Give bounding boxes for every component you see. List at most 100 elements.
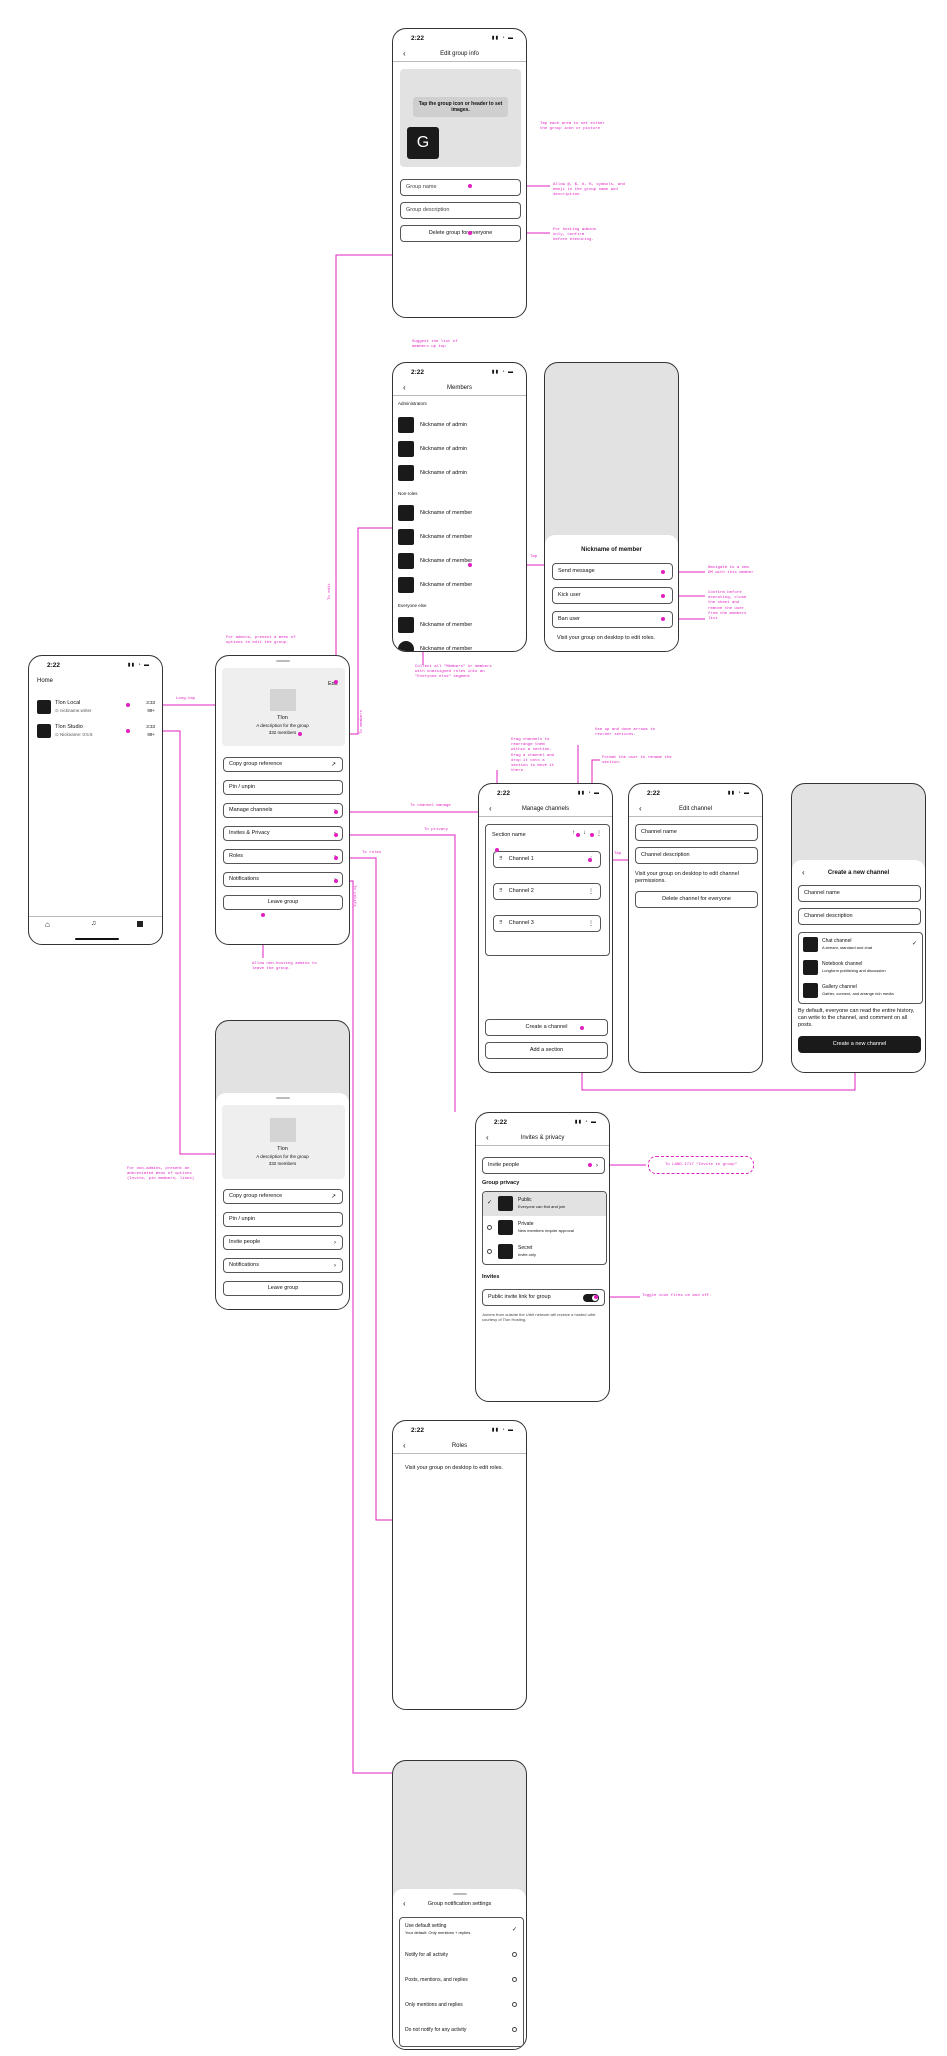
- delete-channel-button[interactable]: Delete channel for everyone: [635, 891, 758, 908]
- screen-header: ‹Edit group info: [393, 47, 526, 62]
- group-icon[interactable]: G: [407, 127, 439, 159]
- member-row[interactable]: Nickname of admin: [398, 465, 523, 481]
- profile-icon[interactable]: [137, 921, 143, 927]
- section-name[interactable]: Section name: [492, 832, 526, 838]
- notification-settings-sheet: ‹ Group notification settings Use defaul…: [392, 1760, 527, 2050]
- connector-dot: [576, 833, 580, 837]
- back-icon[interactable]: ‹: [802, 868, 805, 877]
- back-icon[interactable]: ‹: [403, 1441, 406, 1450]
- channel-type-notebook[interactable]: Notebook channel Longform publishing and…: [799, 956, 922, 979]
- item-label: Copy group reference: [229, 760, 283, 767]
- copy-reference-button[interactable]: Copy group reference↗: [223, 757, 343, 772]
- member-row[interactable]: Nickname of admin: [398, 441, 523, 457]
- arrow-down-icon[interactable]: ↓: [583, 830, 586, 836]
- privacy-option-secret[interactable]: Secret Invite only: [483, 1240, 606, 1264]
- member-row[interactable]: Nickname of member: [398, 617, 523, 633]
- channel-description-input[interactable]: Channel description: [635, 847, 758, 864]
- channel-name-input[interactable]: Channel name: [798, 885, 921, 902]
- radio-button[interactable]: [487, 1249, 492, 1254]
- invites-privacy-button[interactable]: Invites & Privacy›: [223, 826, 343, 841]
- member-row[interactable]: Nickname of member: [398, 529, 523, 545]
- group-description: A description for the group: [256, 723, 309, 728]
- member-row[interactable]: Nickname of member: [398, 553, 523, 569]
- radio-button[interactable]: [512, 2002, 517, 2007]
- item-label: Send message: [558, 567, 595, 574]
- channel-type-chat[interactable]: Chat channel A stream, standard and chat…: [799, 933, 922, 956]
- group-icon[interactable]: [270, 689, 296, 711]
- sheet-grabber[interactable]: [452, 1893, 467, 1895]
- drag-handle-icon[interactable]: ⠿: [499, 920, 503, 926]
- drag-handle-icon[interactable]: ⠿: [499, 856, 503, 862]
- more-icon[interactable]: ⋮: [588, 888, 594, 895]
- group-name-input[interactable]: Group name: [400, 179, 521, 196]
- member-name: Nickname of member: [420, 510, 473, 516]
- chat-list-item[interactable]: Tlon Local ⊙ nickname.writer 3:33 99+: [37, 698, 155, 718]
- notif-option[interactable]: Notify for all activity: [400, 1944, 523, 1968]
- member-row[interactable]: Nickname of admin: [398, 417, 523, 433]
- bottom-sheet: ‹ Create a new channel Channel name Chan…: [792, 860, 925, 1072]
- invite-people-button[interactable]: Invite people›: [482, 1157, 605, 1174]
- notif-option-default[interactable]: Use default setting Your default: Only m…: [400, 1918, 523, 1942]
- ban-user-button[interactable]: Ban user: [552, 611, 673, 628]
- manage-channels-button[interactable]: Manage channels›: [223, 803, 343, 818]
- channel-row[interactable]: ⠿ Channel 3 ⋮: [493, 915, 601, 932]
- notif-option[interactable]: Posts, mentions, and replies: [400, 1969, 523, 1993]
- back-icon[interactable]: ‹: [403, 1899, 406, 1908]
- screen-title: Members: [446, 385, 472, 391]
- back-icon[interactable]: ‹: [639, 804, 642, 813]
- leave-group-button[interactable]: Leave group: [223, 895, 343, 910]
- leave-group-button[interactable]: Leave group: [223, 1281, 343, 1296]
- sheet-grabber[interactable]: [275, 660, 290, 662]
- item-label: Kick user: [558, 591, 581, 598]
- delete-group-button[interactable]: Delete group for everyone: [400, 225, 521, 242]
- roles-button[interactable]: Roles›: [223, 849, 343, 864]
- group-header: [222, 1105, 345, 1179]
- create-channel-button[interactable]: Create a channel: [485, 1019, 608, 1036]
- add-section-button[interactable]: Add a section: [485, 1042, 608, 1059]
- kick-user-button[interactable]: Kick user: [552, 587, 673, 604]
- radio-button[interactable]: [512, 2027, 517, 2032]
- group-avatar: [37, 724, 51, 738]
- pin-button[interactable]: Pin / unpin: [223, 780, 343, 795]
- more-icon[interactable]: ⋮: [588, 920, 594, 927]
- member-row[interactable]: Nickname of member: [398, 641, 523, 651]
- notif-option[interactable]: Do not notify for any activity: [400, 2019, 523, 2043]
- radio-button[interactable]: [512, 1952, 517, 1957]
- notifications-button[interactable]: Notifications›: [223, 872, 343, 887]
- channel-row[interactable]: ⠿Channel 2⋮: [493, 883, 601, 900]
- notif-option[interactable]: Only mentions and replies: [400, 1994, 523, 2018]
- invite-people-button[interactable]: Invite people›: [223, 1235, 343, 1250]
- bell-icon[interactable]: ♫: [91, 920, 97, 927]
- back-icon[interactable]: ‹: [403, 49, 406, 58]
- channel-name-input[interactable]: Channel name: [635, 824, 758, 841]
- privacy-option-private[interactable]: Private New members require approval: [483, 1216, 606, 1240]
- back-icon[interactable]: ‹: [403, 383, 406, 392]
- group-action-sheet-member: Tlon A description for the group 332 mem…: [215, 1020, 350, 1310]
- channel-row[interactable]: ⠿Channel 1⋮: [493, 851, 601, 868]
- arrow-up-icon[interactable]: ↑: [572, 830, 575, 836]
- home-icon[interactable]: ⌂: [45, 920, 50, 929]
- member-row[interactable]: Nickname of member: [398, 505, 523, 521]
- channel-name: Channel 3: [508, 919, 534, 926]
- sheet-grabber[interactable]: [275, 1097, 290, 1099]
- send-message-button[interactable]: Send message: [552, 563, 673, 580]
- create-channel-submit-button[interactable]: Create a new channel: [798, 1036, 921, 1053]
- chat-list-item[interactable]: Tlon Studio ⊙ Nickname: 0:5:6 3:33 99+: [37, 722, 155, 742]
- drag-handle-icon[interactable]: ⠿: [499, 888, 503, 894]
- member-row[interactable]: Nickname of member: [398, 577, 523, 593]
- connector-dot: [261, 913, 265, 917]
- back-icon[interactable]: ‹: [486, 1133, 489, 1142]
- radio-button[interactable]: [512, 1977, 517, 1982]
- copy-reference-button[interactable]: Copy group reference↗: [223, 1189, 343, 1204]
- group-description-input[interactable]: Group description: [400, 202, 521, 219]
- back-icon[interactable]: ‹: [489, 804, 492, 813]
- channel-type-gallery[interactable]: Gallery channel Gather, connect, and arr…: [799, 979, 922, 1002]
- channel-description-input[interactable]: Channel description: [798, 908, 921, 925]
- privacy-option-public[interactable]: ✓ Public Everyone can find and join: [483, 1192, 606, 1216]
- edit-link[interactable]: Edit: [328, 681, 338, 687]
- sheet-title: Nickname of member: [581, 547, 642, 553]
- notifications-button[interactable]: Notifications›: [223, 1258, 343, 1273]
- more-icon[interactable]: ⋮: [596, 831, 602, 837]
- radio-button[interactable]: [487, 1225, 492, 1230]
- pin-button[interactable]: Pin / unpin: [223, 1212, 343, 1227]
